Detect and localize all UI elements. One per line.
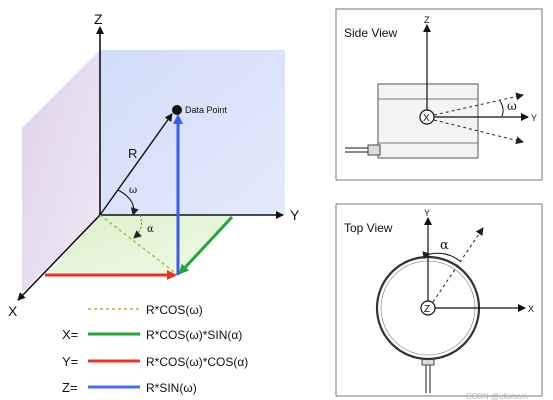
side-omega-arc bbox=[499, 100, 504, 117]
legend-item-y: Y= R*COS(ω)*COS(α) bbox=[62, 354, 248, 369]
top-z-axis-marker bbox=[420, 300, 436, 316]
top-view-panel: Top View Y X α Z bbox=[335, 203, 543, 397]
alpha-symbol: α bbox=[147, 224, 154, 235]
side-center-label: X bbox=[423, 113, 430, 124]
top-x-label: X bbox=[528, 304, 534, 314]
y-axis-label: Y bbox=[290, 207, 300, 223]
main-3d-diagram: Z Y X Data Point R ω α bbox=[8, 11, 300, 319]
radius-label: R bbox=[128, 146, 137, 161]
legend-formula: R*COS(ω) bbox=[146, 303, 203, 317]
legend-item-r-cos-omega: R*COS(ω) bbox=[88, 303, 203, 317]
x-axis-label: X bbox=[8, 303, 18, 319]
data-point-marker bbox=[172, 105, 182, 115]
legend-item-z: Z= R*SIN(ω) bbox=[62, 380, 197, 395]
top-center-label: Z bbox=[424, 304, 430, 315]
side-z-label: Z bbox=[424, 15, 430, 25]
alpha-arc bbox=[133, 214, 142, 239]
omega-arc bbox=[117, 189, 139, 216]
side-y-label: Y bbox=[531, 113, 537, 123]
side-x-axis-marker bbox=[419, 109, 435, 125]
yz-plane bbox=[100, 50, 285, 215]
cable-connector bbox=[367, 144, 381, 156]
legend-formula: R*COS(ω)*SIN(α) bbox=[146, 328, 242, 342]
z-axis-label: Z bbox=[94, 11, 103, 27]
legend-formula: R*SIN(ω) bbox=[146, 381, 197, 395]
top-alpha-symbol: α bbox=[440, 238, 449, 253]
top-y-label: Y bbox=[424, 208, 430, 218]
xz-plane bbox=[22, 50, 100, 292]
data-point-label: Data Point bbox=[185, 105, 228, 115]
legend: R*COS(ω) X= R*COS(ω)*SIN(α) Y= R*COS(ω)*… bbox=[62, 303, 248, 395]
watermark: CSDN @ufumam bbox=[466, 392, 528, 400]
legend-item-x: X= R*COS(ω)*SIN(α) bbox=[62, 327, 242, 342]
radius-vector bbox=[99, 113, 173, 216]
top-ray bbox=[432, 227, 484, 303]
side-view-panel: Side View Z Y X ω bbox=[335, 8, 543, 181]
top-view-title: Top View bbox=[344, 221, 393, 235]
r-cos-omega-projection bbox=[99, 214, 179, 276]
legend-prefix: Z= bbox=[62, 380, 78, 395]
legend-prefix: Y= bbox=[62, 354, 78, 369]
top-alpha-arc bbox=[422, 251, 461, 262]
omega-symbol: ω bbox=[129, 185, 137, 196]
side-view-title: Side View bbox=[344, 26, 397, 40]
xy-plane bbox=[45, 215, 232, 277]
side-omega-symbol: ω bbox=[507, 99, 517, 113]
x-axis bbox=[17, 214, 101, 301]
legend-formula: R*COS(ω)*COS(α) bbox=[146, 355, 248, 369]
legend-prefix: X= bbox=[62, 327, 78, 342]
x-component-line bbox=[178, 215, 234, 275]
